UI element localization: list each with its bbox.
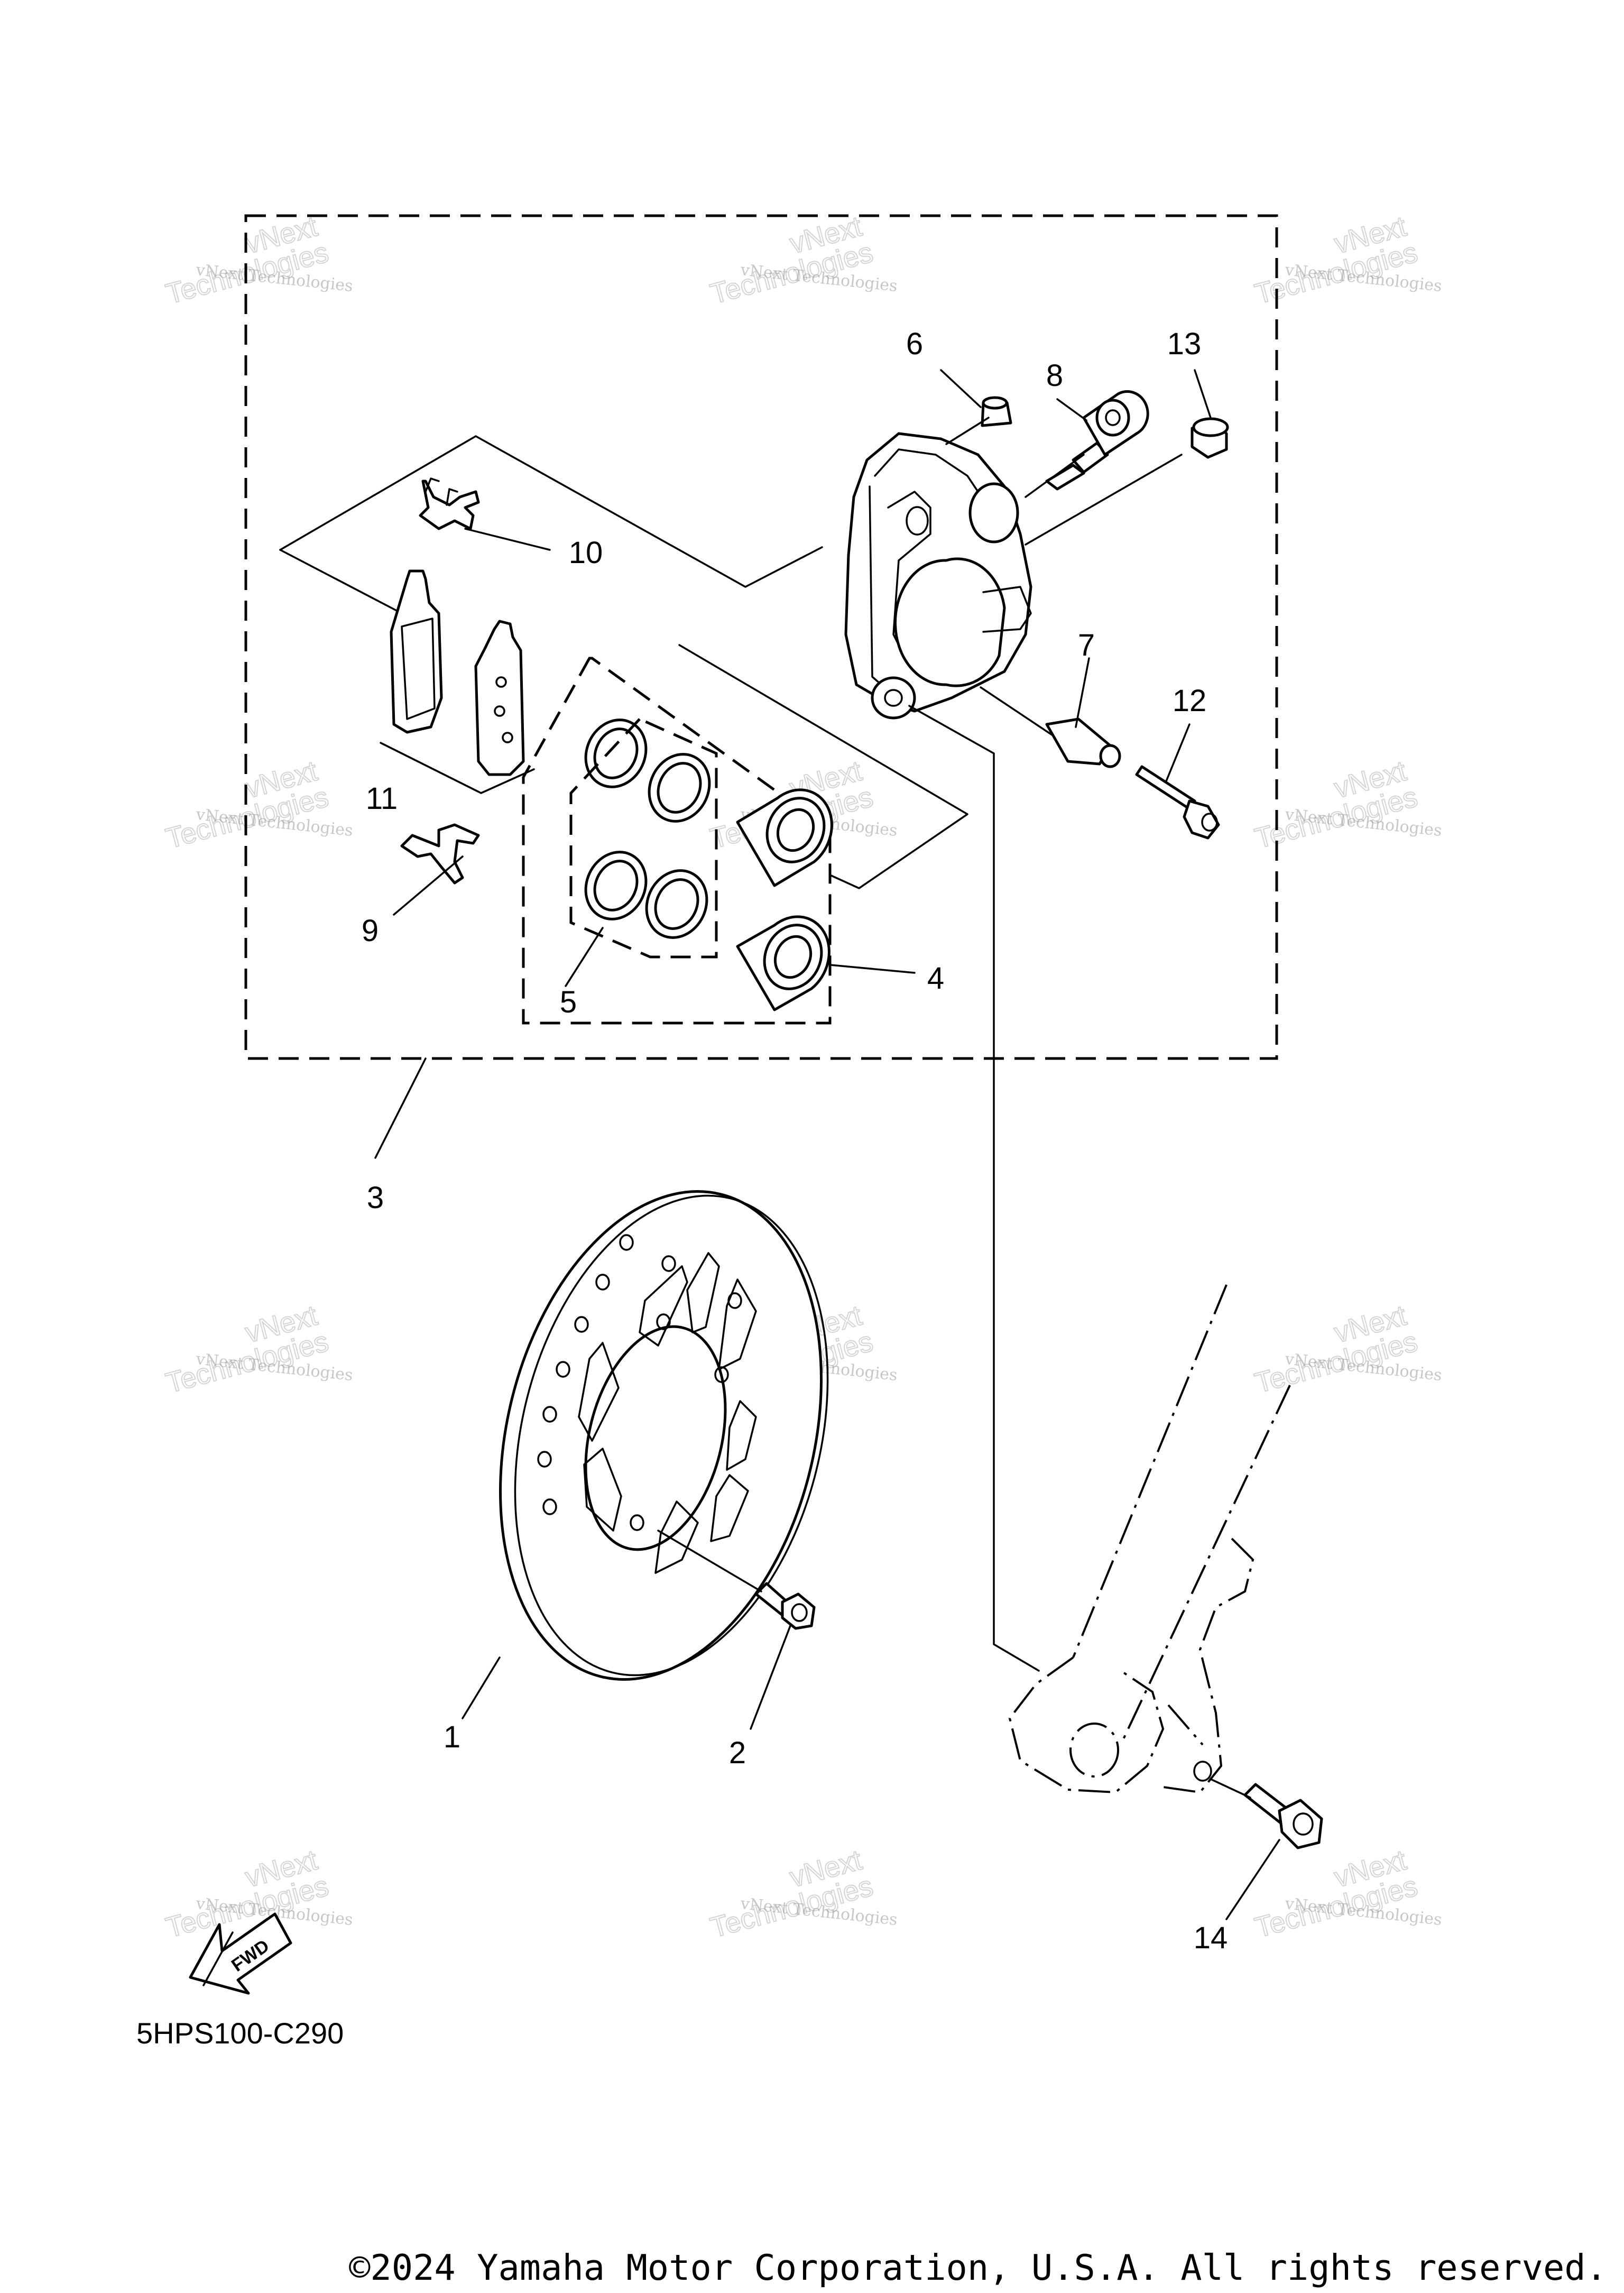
- leader-2: [750, 1625, 791, 1730]
- disc-hole: [556, 1361, 570, 1378]
- pad-pin: [1045, 717, 1121, 768]
- leader-6: [945, 417, 990, 445]
- fork-bolt: [1243, 1783, 1323, 1849]
- leader-4: [829, 964, 916, 974]
- disc-hole: [595, 1274, 610, 1291]
- callout-14: 14: [1194, 1921, 1228, 1955]
- disc-window: [583, 1448, 622, 1532]
- leader-7: [980, 686, 1053, 736]
- disc-hole: [630, 1514, 644, 1531]
- callout-13: 13: [1167, 327, 1202, 361]
- caliper-pistons: [736, 788, 833, 1011]
- disc-window: [726, 1400, 757, 1471]
- disc-window: [578, 1342, 620, 1442]
- disc-window: [718, 1278, 757, 1370]
- callout-11: 11: [366, 781, 398, 816]
- callout-7: 7: [1078, 628, 1095, 662]
- disc-hole: [661, 1255, 676, 1272]
- callout-10: 10: [569, 536, 603, 570]
- pad-clip: [400, 823, 480, 885]
- pad-spring: [419, 477, 480, 530]
- callout-9: 9: [362, 914, 379, 948]
- bleed-cap: [981, 396, 1012, 427]
- caliper-to-fork-line: [908, 705, 1040, 1672]
- leader-13: [1025, 454, 1183, 546]
- caliper-bolt: [1135, 765, 1220, 840]
- piston-seal-box: [569, 717, 718, 959]
- disc-window: [654, 1500, 699, 1574]
- seal-kit-box: [522, 657, 832, 1025]
- leader-6b: [940, 369, 982, 408]
- piston-seals: [584, 719, 711, 939]
- pad-group-leader: [279, 435, 823, 588]
- callout-2: 2: [729, 1736, 746, 1770]
- copyright-notice: ©2024 Yamaha Motor Corporation, U.S.A. A…: [349, 2247, 1607, 2288]
- callout-8: 8: [1046, 358, 1063, 393]
- brake-pad-left: [390, 569, 443, 734]
- pad-group-leader-3: [380, 742, 535, 794]
- disc-hole: [542, 1498, 557, 1515]
- leader-13b: [1194, 369, 1212, 419]
- seal-group-leader: [678, 644, 968, 889]
- caliper-body: [844, 432, 1032, 720]
- leader-1: [462, 1656, 501, 1719]
- leader-9: [393, 855, 464, 916]
- pad-group-leader-2: [279, 549, 403, 614]
- leader-14-fork: [1210, 1778, 1251, 1799]
- disc-hole: [537, 1451, 552, 1468]
- leader-8: [1025, 454, 1085, 498]
- disc-hole: [619, 1234, 634, 1251]
- leader-7b: [1075, 657, 1090, 728]
- disc-bolt: [754, 1582, 816, 1630]
- bleed-screw: [1045, 390, 1149, 491]
- leader-14: [1225, 1839, 1280, 1920]
- callout-1: 1: [444, 1720, 460, 1754]
- disc-hole: [542, 1406, 557, 1423]
- callout-12: 12: [1173, 684, 1207, 718]
- caliper-assembly-box: [244, 214, 1278, 1060]
- leader-3: [374, 1057, 427, 1159]
- leader-8b: [1056, 398, 1087, 421]
- leader-10: [464, 528, 551, 551]
- fwd-arrow-icon: FWD: [189, 1912, 292, 1995]
- caliper-cap: [1191, 417, 1229, 459]
- leader-5: [565, 927, 604, 987]
- callout-6: 6: [906, 327, 923, 361]
- disc-window: [686, 1252, 720, 1333]
- disc-window: [710, 1474, 749, 1542]
- callout-4: 4: [927, 961, 944, 996]
- callout-5: 5: [560, 985, 577, 1019]
- disc-hole: [574, 1316, 589, 1333]
- front-fork-leg: [1008, 1284, 1291, 1794]
- diagram-code: 5HPS100-C290: [136, 2016, 344, 2050]
- leader-2-disc: [657, 1530, 762, 1592]
- leader-12: [1165, 723, 1191, 784]
- disc-window: [639, 1265, 688, 1347]
- brake-pad-right: [474, 620, 525, 776]
- callout-3: 3: [367, 1181, 384, 1215]
- brake-disc: [499, 1190, 829, 1681]
